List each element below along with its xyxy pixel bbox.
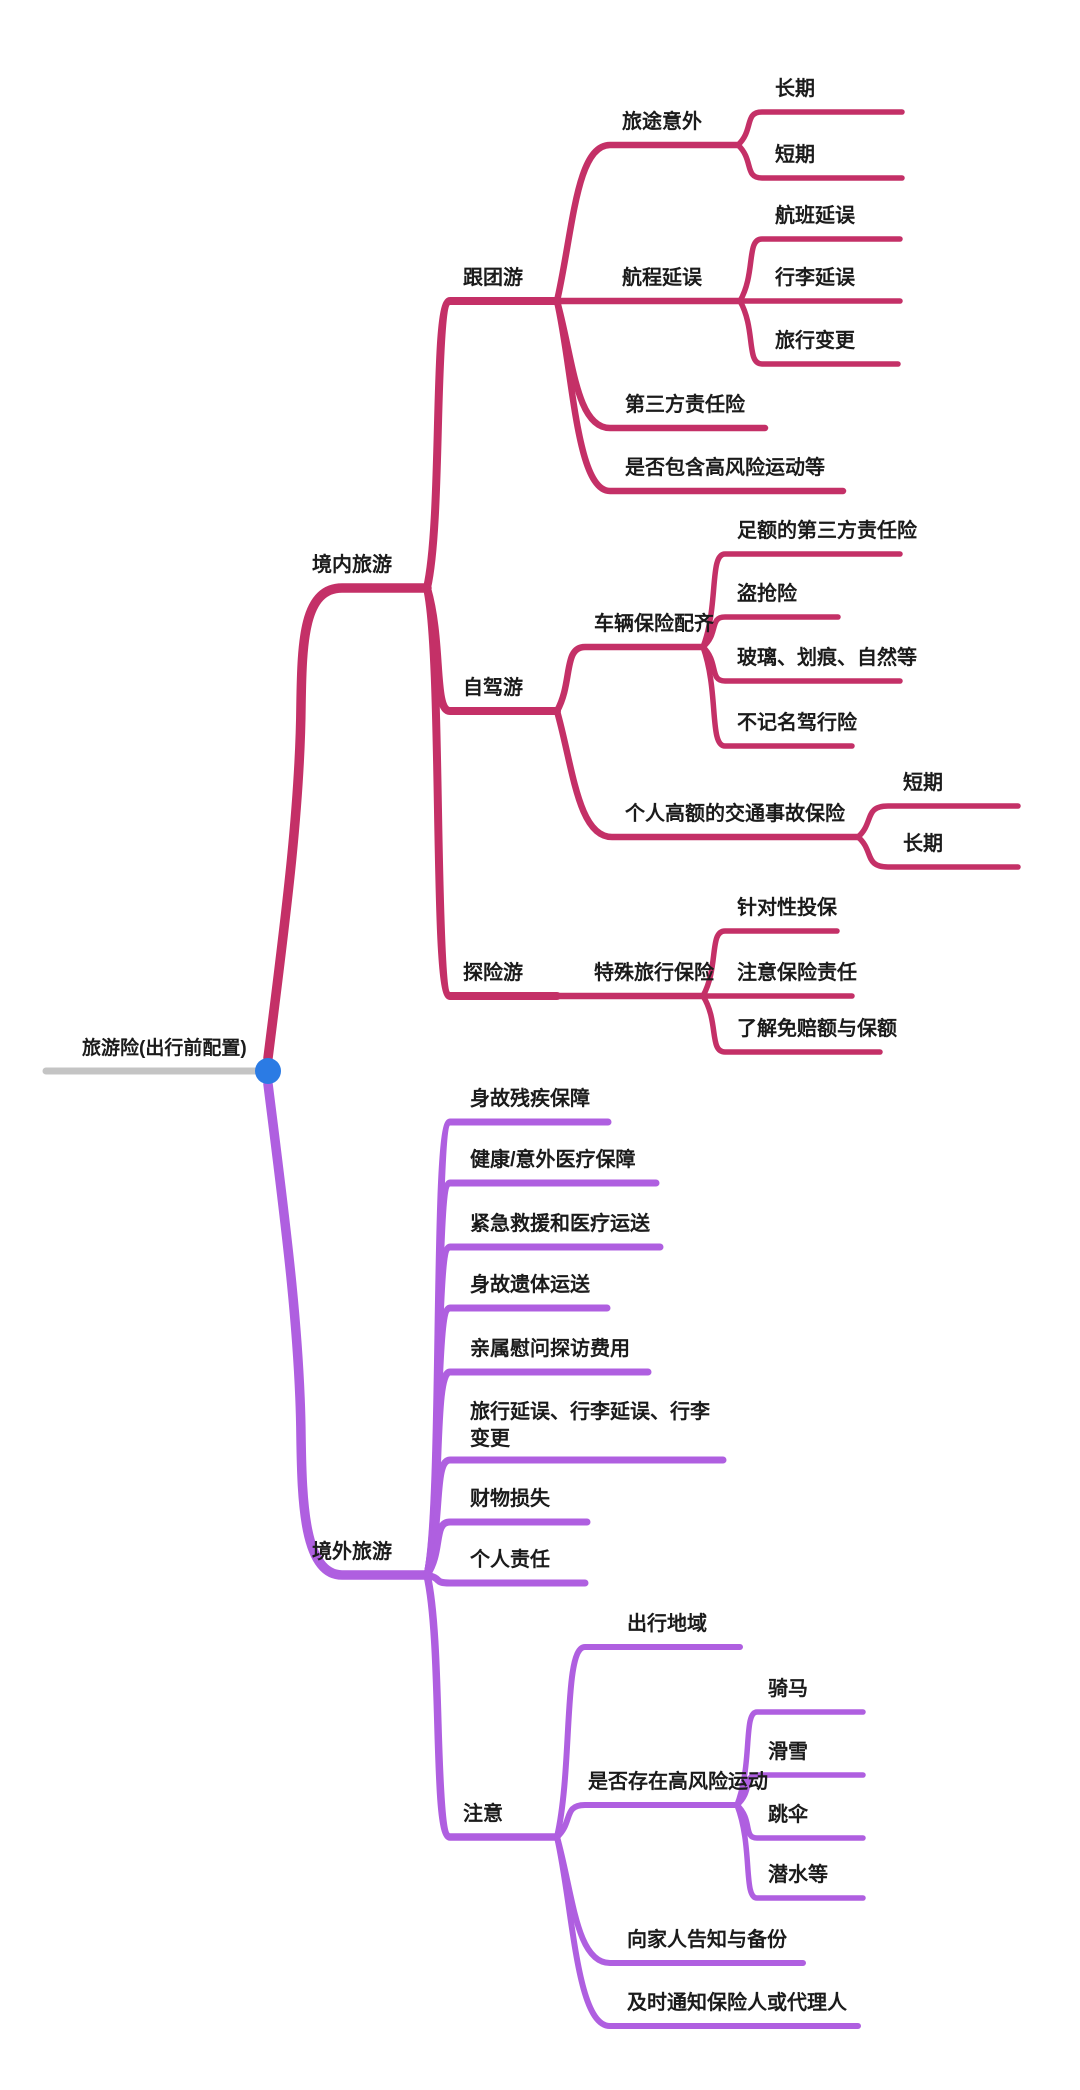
node-label[interactable]: 骑马 <box>768 1678 808 1700</box>
branch-line <box>423 1179 660 1579</box>
branch-line <box>855 834 1021 870</box>
node-label[interactable]: 航程延误 <box>622 267 702 289</box>
branch-line <box>554 1644 743 1840</box>
branch-line <box>554 1834 861 2029</box>
branch-line <box>700 614 841 650</box>
branch-line <box>737 236 903 304</box>
node-label[interactable]: 财物损失 <box>470 1488 550 1510</box>
branch-line <box>423 297 561 592</box>
node-label[interactable]: 跳伞 <box>768 1804 808 1826</box>
node-label[interactable]: 健康/意外医疗保障 <box>470 1149 636 1171</box>
branch-line <box>423 1571 589 1587</box>
branch-line <box>737 298 901 367</box>
branch-line <box>734 1772 866 1808</box>
branch-line <box>263 1079 432 1580</box>
node-label[interactable]: 第三方责任险 <box>625 394 745 416</box>
node-label[interactable]: 出行地域 <box>627 1613 707 1635</box>
node-label[interactable]: 境内旅游 <box>312 554 392 576</box>
node-label[interactable]: 长期 <box>775 78 815 100</box>
branch-line <box>735 109 905 148</box>
node-label[interactable]: 潜水等 <box>768 1864 828 1886</box>
branch-line <box>553 297 847 495</box>
branch-line <box>734 1709 866 1808</box>
root-node-dot <box>255 1058 281 1084</box>
node-label[interactable]: 探险游 <box>463 962 523 984</box>
node-label[interactable]: 了解免赔额与保额 <box>737 1018 897 1040</box>
node-label[interactable]: 是否包含高风险运动等 <box>625 457 825 479</box>
branch-line <box>423 584 561 1000</box>
branch-line <box>700 928 840 999</box>
node-label[interactable]: 个人责任 <box>470 1549 550 1571</box>
branch-line <box>700 993 883 1055</box>
node-label[interactable]: 短期 <box>775 144 815 166</box>
branch-line <box>735 142 905 181</box>
node-label[interactable]: 向家人告知与备份 <box>627 1929 787 1951</box>
branch-line <box>553 707 862 841</box>
node-label[interactable]: 境外旅游 <box>312 1541 392 1563</box>
node-label[interactable]: 个人高额的交通事故保险 <box>625 803 845 825</box>
node-label[interactable]: 盗抢险 <box>737 583 797 605</box>
branch-line <box>700 644 855 749</box>
node-label[interactable]: 不记名驾行险 <box>737 712 857 734</box>
node-label[interactable]: 行李延误 <box>775 267 855 289</box>
node-label[interactable]: 身故遗体运送 <box>470 1274 590 1296</box>
node-label[interactable]: 注意保险责任 <box>737 962 857 984</box>
node-label[interactable]: 短期 <box>903 772 943 794</box>
node-label[interactable]: 注意 <box>463 1803 503 1825</box>
branch-line <box>554 1802 740 1840</box>
node-label[interactable]: 紧急救援和医疗运送 <box>470 1213 650 1235</box>
node-label[interactable]: 滑雪 <box>768 1741 808 1763</box>
branch-line <box>553 141 742 305</box>
node-label[interactable]: 及时通知保险人或代理人 <box>627 1992 847 2014</box>
node-label[interactable]: 跟团游 <box>463 267 523 289</box>
branch-line <box>553 643 707 715</box>
node-label[interactable]: 身故残疾保障 <box>470 1088 590 1110</box>
node-label[interactable]: 特殊旅行保险 <box>594 962 714 984</box>
node-label[interactable]: 车辆保险配齐 <box>594 613 714 635</box>
node-label[interactable]: 旅行变更 <box>775 330 855 352</box>
branch-line <box>855 803 1021 840</box>
node-label[interactable]: 自驾游 <box>463 677 523 699</box>
node-label[interactable]: 航班延误 <box>775 205 855 227</box>
node-label[interactable]: 长期 <box>903 833 943 855</box>
node-label[interactable]: 针对性投保 <box>737 897 837 919</box>
node-label[interactable]: 是否存在高风险运动 <box>588 1771 768 1793</box>
node-label[interactable]: 亲属慰问探访费用 <box>470 1338 630 1360</box>
branch-line <box>700 551 903 650</box>
node-label[interactable]: 旅行延误、行李延误、行李变更 <box>470 1401 710 1450</box>
node-label[interactable]: 玻璃、划痕、自然等 <box>737 647 917 669</box>
branch-line <box>263 583 432 1063</box>
branch-line <box>423 1571 561 1841</box>
root-label[interactable]: 旅游险(出行前配置) <box>82 1038 247 1059</box>
node-label[interactable]: 足额的第三方责任险 <box>737 520 917 542</box>
branch-line <box>734 1802 866 1901</box>
node-label[interactable]: 旅途意外 <box>622 111 702 133</box>
branch-line <box>423 1518 591 1579</box>
